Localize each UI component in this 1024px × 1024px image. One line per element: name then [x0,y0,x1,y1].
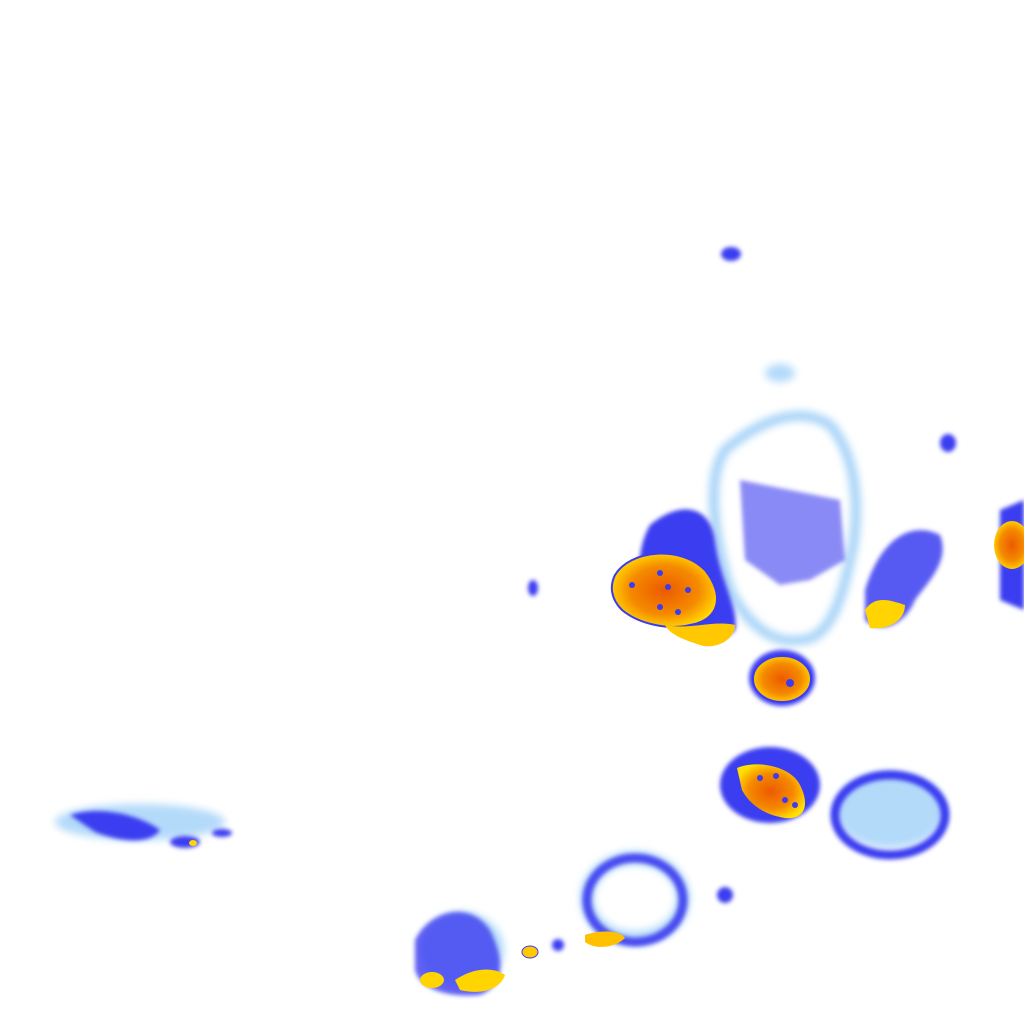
blob-left [528,580,538,596]
hot-cell-mid [737,764,805,819]
bottom-dot [552,939,564,951]
bottom-cell-ring [582,853,688,947]
hot-right-edge [994,521,1024,569]
blob-top [721,247,741,261]
hot-cell-center [752,655,812,703]
left-streak [70,810,160,841]
blob-right [940,434,956,452]
speckles [629,570,798,808]
blob-bottom [717,887,733,903]
hot-bottom-left-2 [420,972,444,988]
left-streak-dot [212,829,232,837]
hot-cell-main-tail [665,623,735,647]
lower-right-cell-halo [835,772,945,848]
hot-bottom-left-1 [455,969,505,992]
hot-bottom-dot [521,945,539,959]
large-cell-interior [740,480,845,585]
high-intensity-regions [189,521,1024,992]
small-blob [765,364,795,382]
large-cell-halo [708,410,861,646]
hot-streak-dot [189,840,197,846]
hot-bottom-cell [585,931,625,947]
hot-right-cell [865,600,905,629]
hot-cell-main [610,552,718,628]
lower-right-ring [830,770,950,860]
